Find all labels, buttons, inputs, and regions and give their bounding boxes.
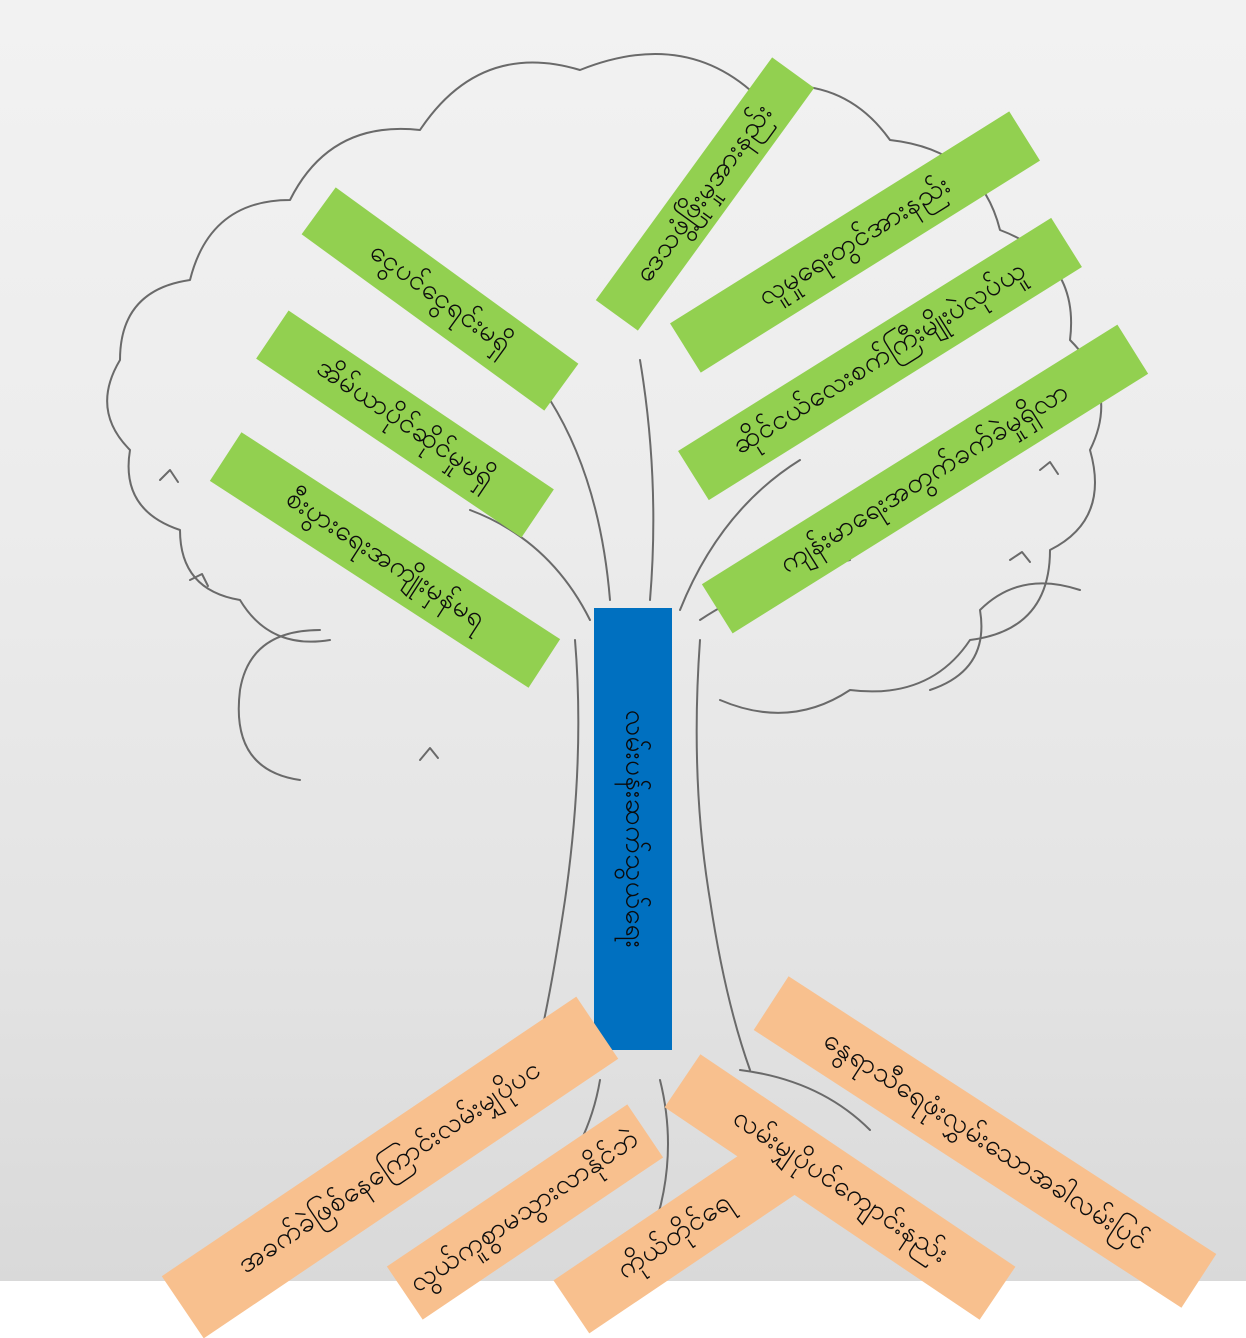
tree-root-5 [739,1069,871,1131]
tree-scribble-1 [159,469,179,483]
tree-trunk-right [695,639,751,1071]
tree-canopy-outline [106,53,1103,714]
tree-branch-2 [549,399,611,601]
trunk-label: လမ်းပန်းဆက်သွယ်ရေး [619,709,653,949]
tree-branch-1 [469,509,591,621]
tree-scribble-3 [419,747,439,761]
tree-canopy-inner-left [237,629,321,781]
tree-scribble-5 [1009,551,1031,563]
tree-canopy-inner-right [929,582,1081,691]
tree-scribble-4 [1039,461,1059,475]
trunk-box: လမ်းပန်းဆက်သွယ်ရေး [594,608,672,1050]
tree-branch-3 [639,359,655,601]
tree-scribble-2 [189,573,209,587]
tree-branch-4 [679,459,801,611]
tree-trunk-left [534,639,580,1061]
